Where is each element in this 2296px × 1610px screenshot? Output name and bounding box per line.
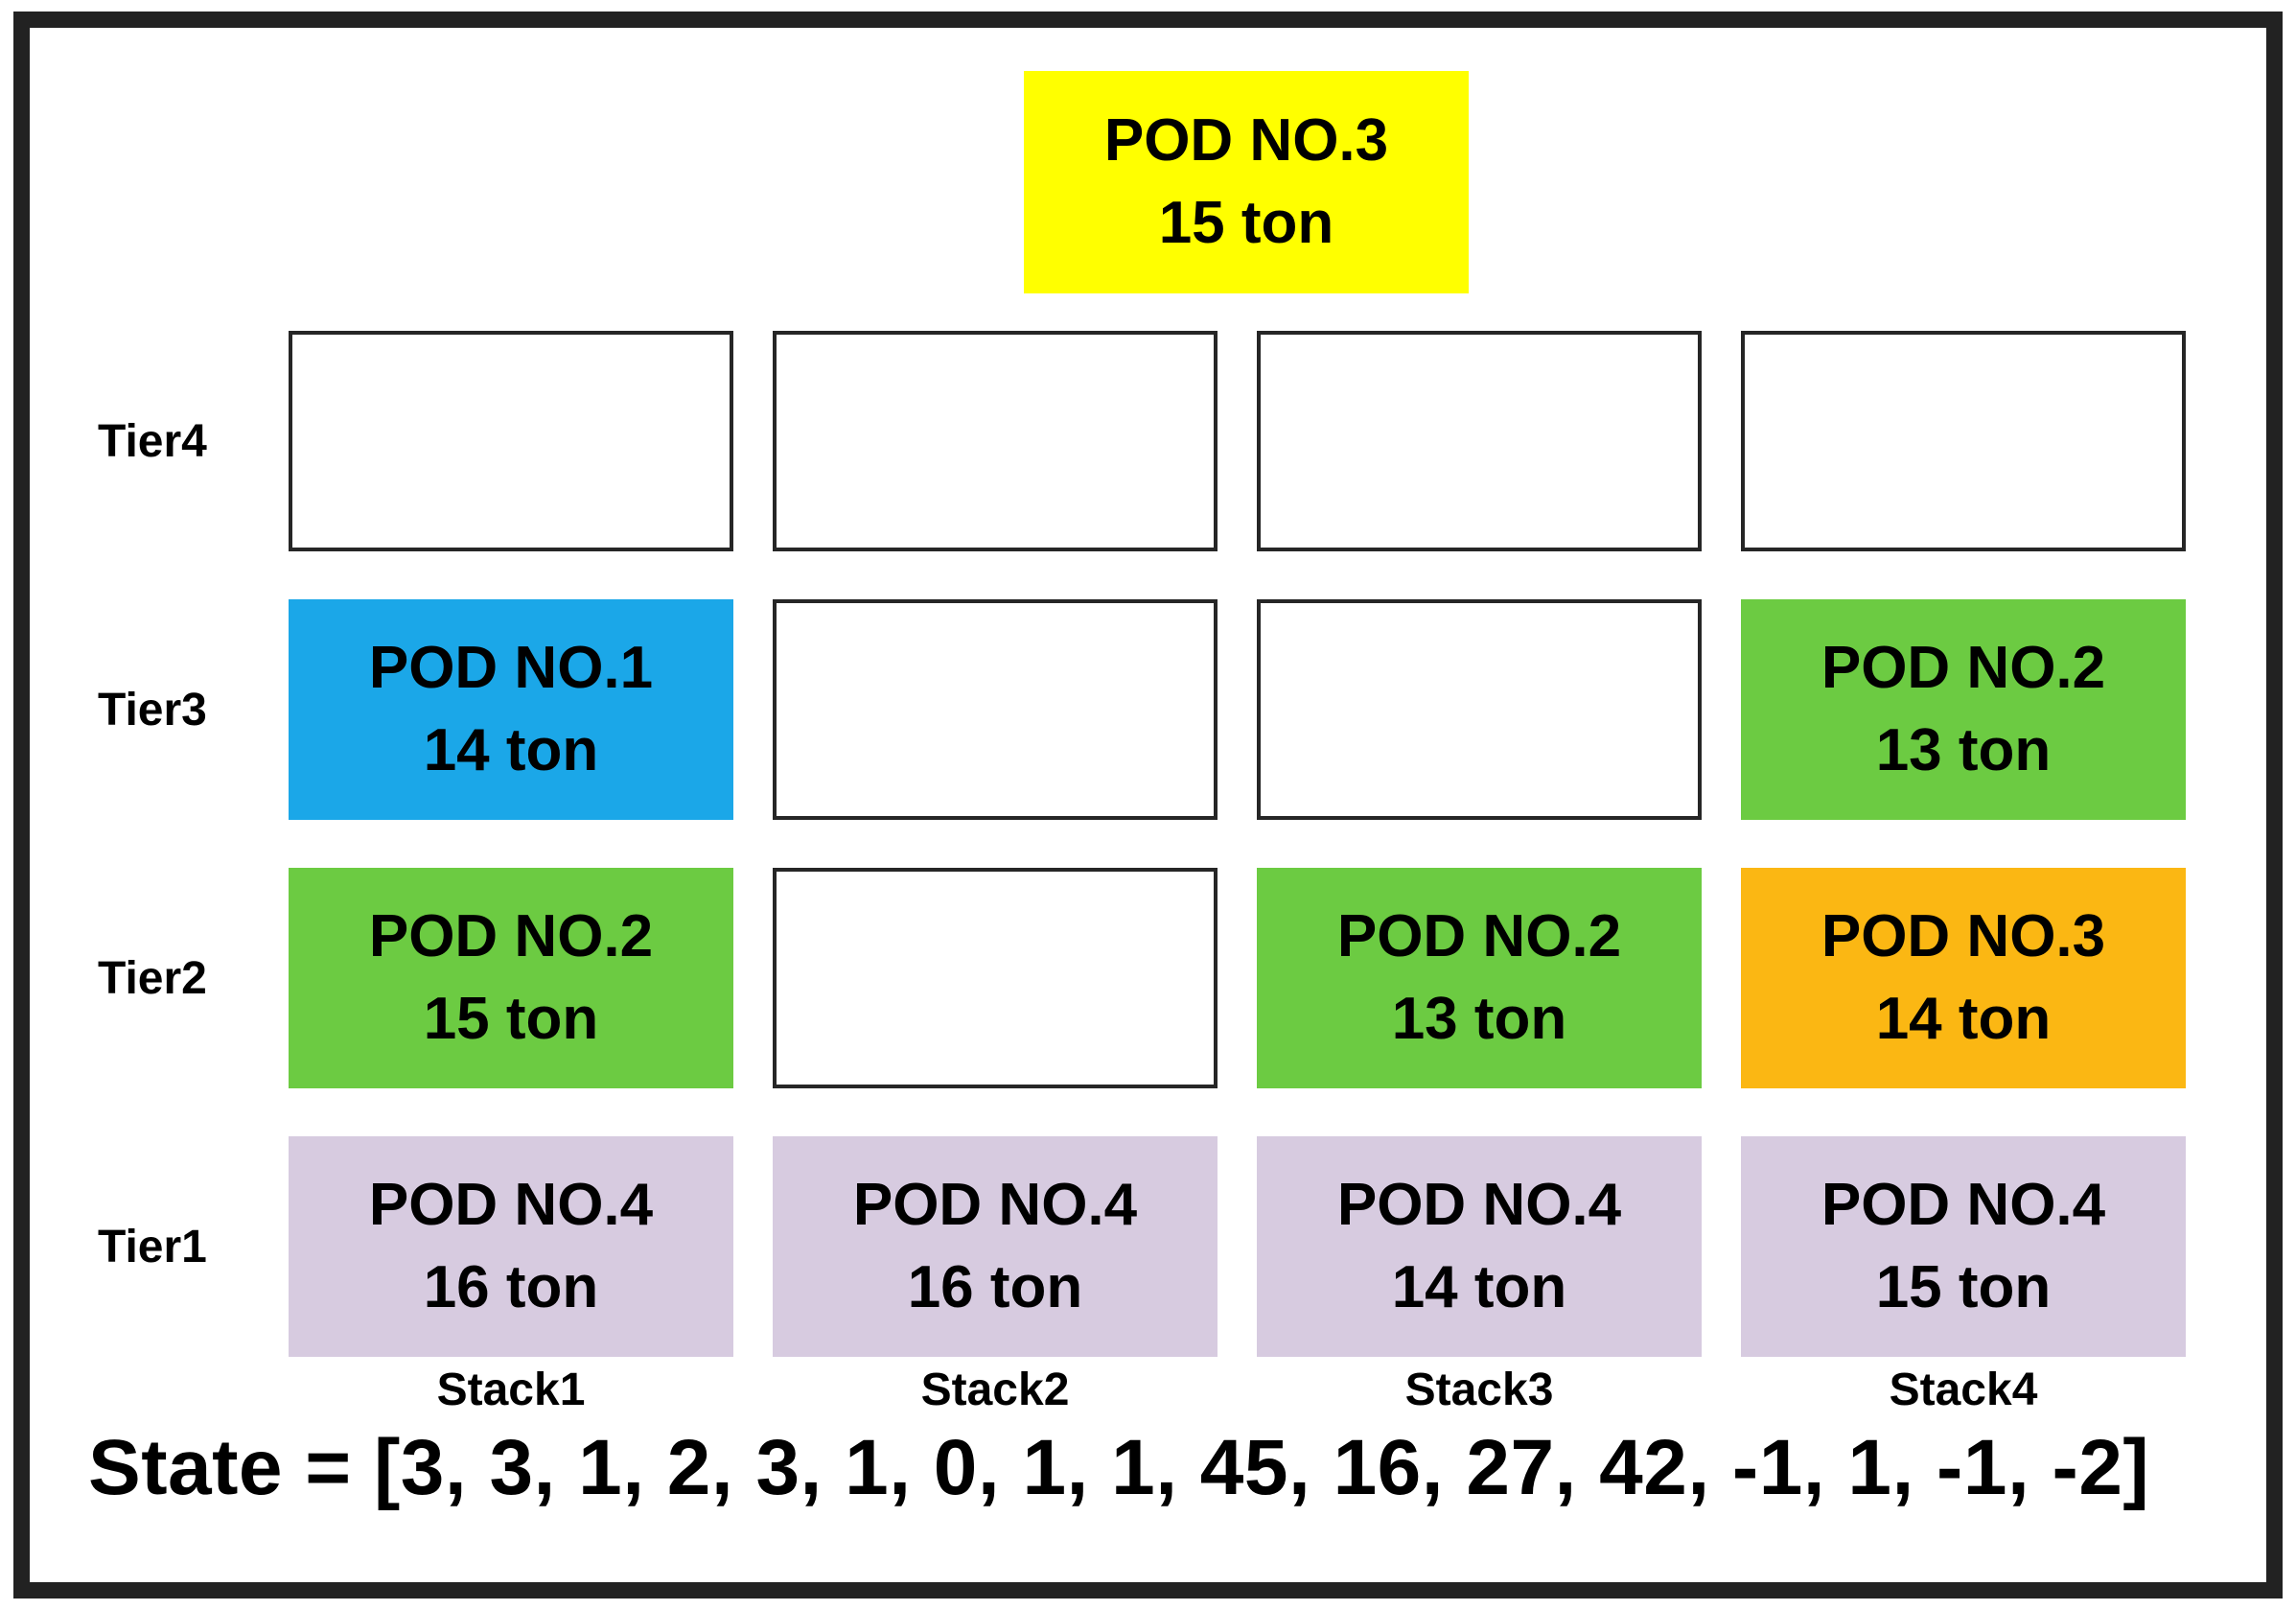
- stack-label-2: Stack2: [920, 1365, 1070, 1415]
- state-vector-text: State = [3, 3, 1, 2, 3, 1, 0, 1, 1, 45, …: [88, 1424, 2150, 1511]
- tier-label-2: Tier2: [98, 952, 207, 1004]
- cell-tier2-stack2: [773, 868, 1218, 1088]
- pod-label: POD NO.1: [368, 635, 654, 702]
- pod-weight: 15 ton: [1875, 1254, 2052, 1320]
- pod-cell-tier2-stack3: POD NO.2 13 ton: [1257, 868, 1702, 1088]
- pod-cell-tier1-stack4: POD NO.4 15 ton: [1741, 1136, 2186, 1357]
- cell-tier3-stack2: [773, 599, 1218, 820]
- pod-label: POD NO.4: [1336, 1172, 1622, 1239]
- pod-label: POD NO.2: [1336, 903, 1622, 970]
- pod-weight: 15 ton: [423, 986, 599, 1052]
- stack-label-1: Stack1: [436, 1365, 586, 1415]
- cell-tier4-stack3: [1257, 331, 1702, 551]
- pod-cell-tier1-stack3: POD NO.4 14 ton: [1257, 1136, 1702, 1357]
- pod-weight: 16 ton: [423, 1254, 599, 1320]
- cell-tier3-stack3: [1257, 599, 1702, 820]
- pod-label: POD NO.3: [1821, 903, 2106, 970]
- pod-weight: 13 ton: [1875, 717, 2052, 783]
- tier-label-4: Tier4: [98, 415, 207, 467]
- tier-label-3: Tier3: [98, 684, 207, 735]
- cell-tier4-stack1: [289, 331, 733, 551]
- pod-cell-tier2-stack1: POD NO.2 15 ton: [289, 868, 733, 1088]
- pod-label: POD NO.2: [368, 903, 654, 970]
- pod-weight: 14 ton: [1875, 986, 2052, 1052]
- incoming-pod-weight: 15 ton: [1158, 190, 1334, 256]
- pod-cell-tier3-stack1: POD NO.1 14 ton: [289, 599, 733, 820]
- pod-weight: 13 ton: [1391, 986, 1567, 1052]
- incoming-pod-label: POD NO.3: [1103, 107, 1389, 175]
- stack-label-3: Stack3: [1404, 1365, 1554, 1415]
- pod-cell-tier1-stack1: POD NO.4 16 ton: [289, 1136, 733, 1357]
- incoming-pod-card: POD NO.3 15 ton: [1024, 71, 1469, 293]
- pod-weight: 14 ton: [1391, 1254, 1567, 1320]
- yard-grid: POD NO.1 14 ton POD NO.2 13 ton POD NO.2…: [289, 331, 2186, 1357]
- tier-label-1: Tier1: [98, 1221, 207, 1272]
- pod-label: POD NO.4: [368, 1172, 654, 1239]
- cell-tier4-stack4: [1741, 331, 2186, 551]
- pod-cell-tier1-stack2: POD NO.4 16 ton: [773, 1136, 1218, 1357]
- pod-label: POD NO.2: [1821, 635, 2106, 702]
- pod-weight: 16 ton: [907, 1254, 1083, 1320]
- pod-label: POD NO.4: [852, 1172, 1138, 1239]
- pod-cell-tier3-stack4: POD NO.2 13 ton: [1741, 599, 2186, 820]
- pod-cell-tier2-stack4: POD NO.3 14 ton: [1741, 868, 2186, 1088]
- stack-label-4: Stack4: [1889, 1365, 2038, 1415]
- pod-label: POD NO.4: [1821, 1172, 2106, 1239]
- cell-tier4-stack2: [773, 331, 1218, 551]
- pod-weight: 14 ton: [423, 717, 599, 783]
